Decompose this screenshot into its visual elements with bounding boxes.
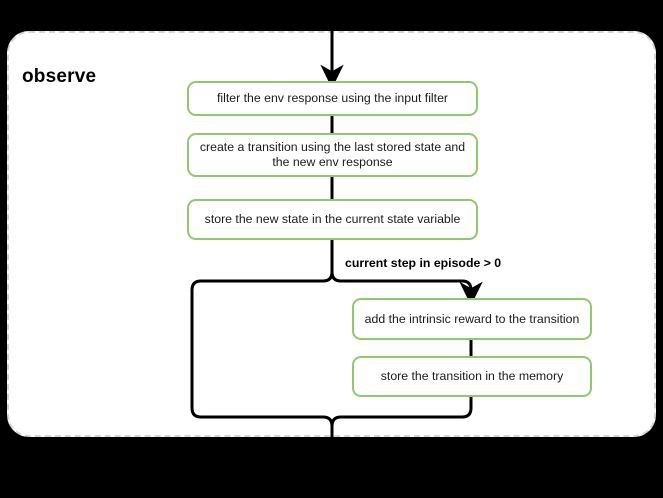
- step-add-intrinsic-reward[interactable]: add the intrinsic reward to the transiti…: [352, 298, 592, 340]
- branch-condition-label: current step in episode > 0: [345, 256, 502, 270]
- step-store-transition-in-memory[interactable]: store the transition in the memory: [352, 356, 592, 397]
- group-title: observe: [22, 66, 97, 87]
- step-store-new-state[interactable]: store the new state in the current state…: [187, 199, 478, 240]
- step-filter-env-response[interactable]: filter the env response using the input …: [187, 81, 478, 116]
- step-create-transition[interactable]: create a transition using the last store…: [187, 133, 478, 177]
